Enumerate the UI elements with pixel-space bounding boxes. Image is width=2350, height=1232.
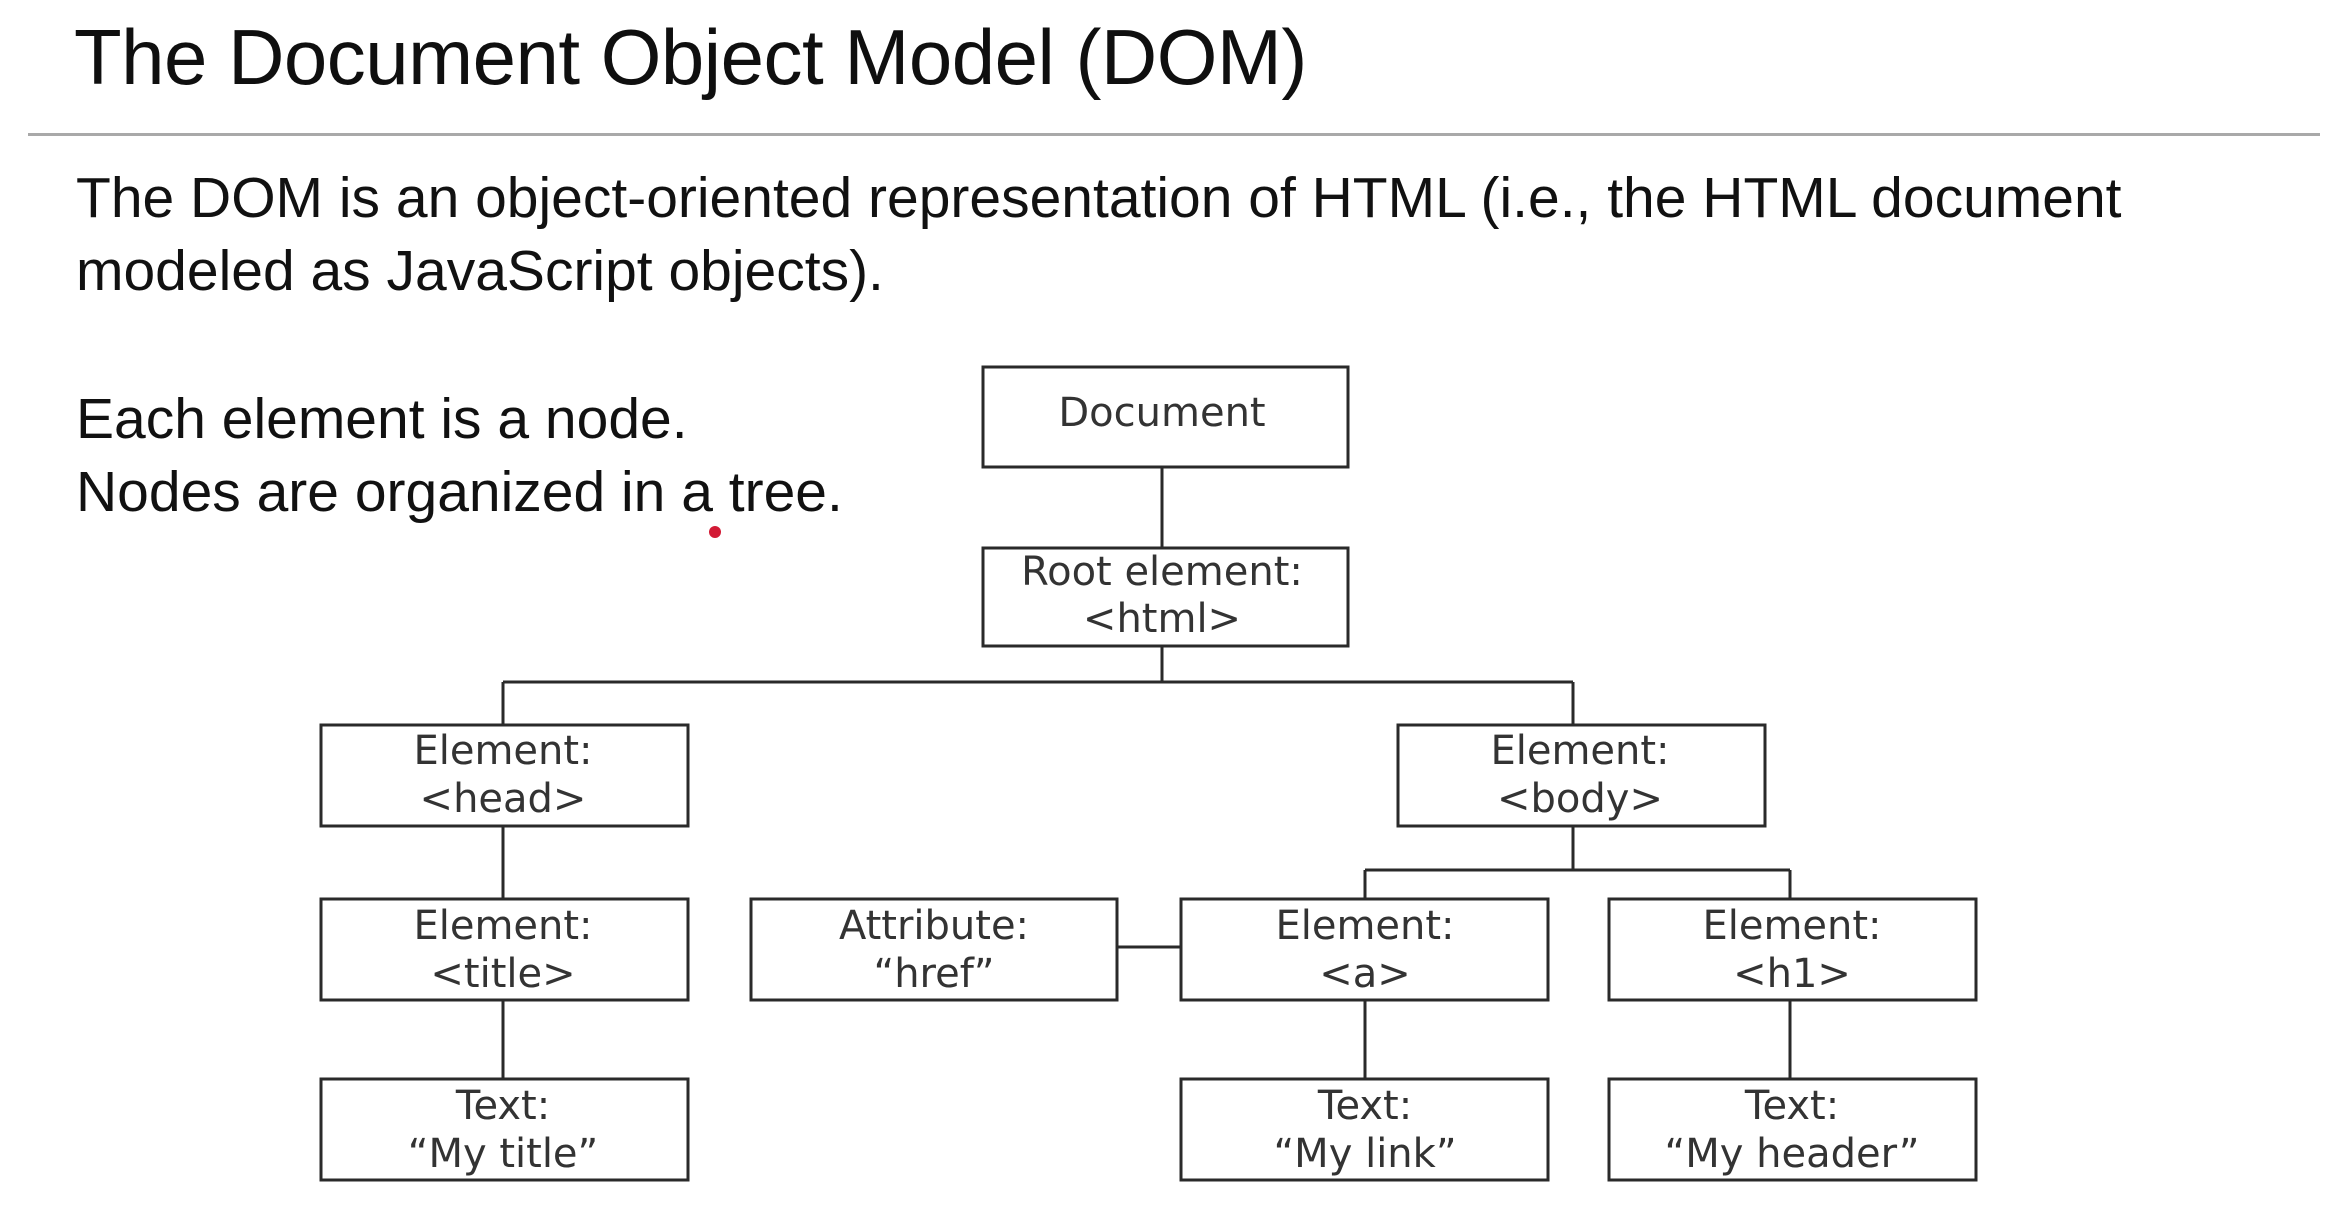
node-h1-tag: <h1> <box>1733 951 1851 997</box>
node-title-text-type: Text: <box>455 1083 550 1129</box>
node-link-text-value: “My link” <box>1273 1131 1456 1177</box>
node-html: Root element: <html> <box>981 546 1350 648</box>
fact-line-1: Each element is a node. <box>76 387 688 451</box>
node-a: Element: <a> <box>1179 897 1550 1002</box>
node-head: Element: <head> <box>319 723 690 828</box>
node-href-attribute: Attribute: “href” <box>749 897 1119 1002</box>
slide-title: The Document Object Model (DOM) <box>74 13 1307 101</box>
tree-edges <box>501 467 1792 1079</box>
node-header-text: Text: “My header” <box>1607 1077 1978 1182</box>
node-a-type: Element: <box>1275 903 1454 949</box>
node-link-text-type: Text: <box>1317 1083 1412 1129</box>
node-html-tag: <html> <box>1083 596 1241 642</box>
node-body: Element: <body> <box>1396 723 1767 828</box>
node-head-type: Element: <box>413 728 592 774</box>
intro-line-2: modeled as JavaScript objects). <box>76 239 884 303</box>
pointer-dot <box>709 526 721 538</box>
node-document: Document <box>981 365 1350 469</box>
node-header-text-type: Text: <box>1744 1083 1839 1129</box>
node-title-text-value: “My title” <box>408 1131 599 1177</box>
fact-line-2: Nodes are organized in a tree. <box>76 460 843 524</box>
node-h1: Element: <h1> <box>1607 897 1978 1002</box>
node-document-label: Document <box>1058 390 1265 436</box>
node-title-text: Text: “My title” <box>319 1077 690 1182</box>
node-title: Element: <title> <box>319 897 690 1002</box>
title-divider <box>28 133 2320 136</box>
node-href-value: “href” <box>873 951 994 997</box>
node-html-type: Root element: <box>1021 549 1303 595</box>
edge-body-a-h1 <box>1363 826 1792 899</box>
node-link-text: Text: “My link” <box>1179 1077 1550 1182</box>
node-body-type: Element: <box>1490 728 1669 774</box>
facts-paragraph: Each element is a node. Nodes are organi… <box>76 383 843 529</box>
node-a-tag: <a> <box>1319 951 1411 997</box>
intro-paragraph: The DOM is an object-oriented representa… <box>76 162 2122 308</box>
edge-html-head-body <box>501 646 1575 725</box>
node-title-tag: <title> <box>430 951 575 997</box>
node-header-text-value: “My header” <box>1665 1131 1920 1177</box>
node-title-type: Element: <box>413 903 592 949</box>
node-h1-type: Element: <box>1702 903 1881 949</box>
intro-line-1: The DOM is an object-oriented representa… <box>76 166 2122 230</box>
node-head-tag: <head> <box>420 776 587 822</box>
node-body-tag: <body> <box>1497 776 1663 822</box>
node-href-type: Attribute: <box>839 903 1029 949</box>
